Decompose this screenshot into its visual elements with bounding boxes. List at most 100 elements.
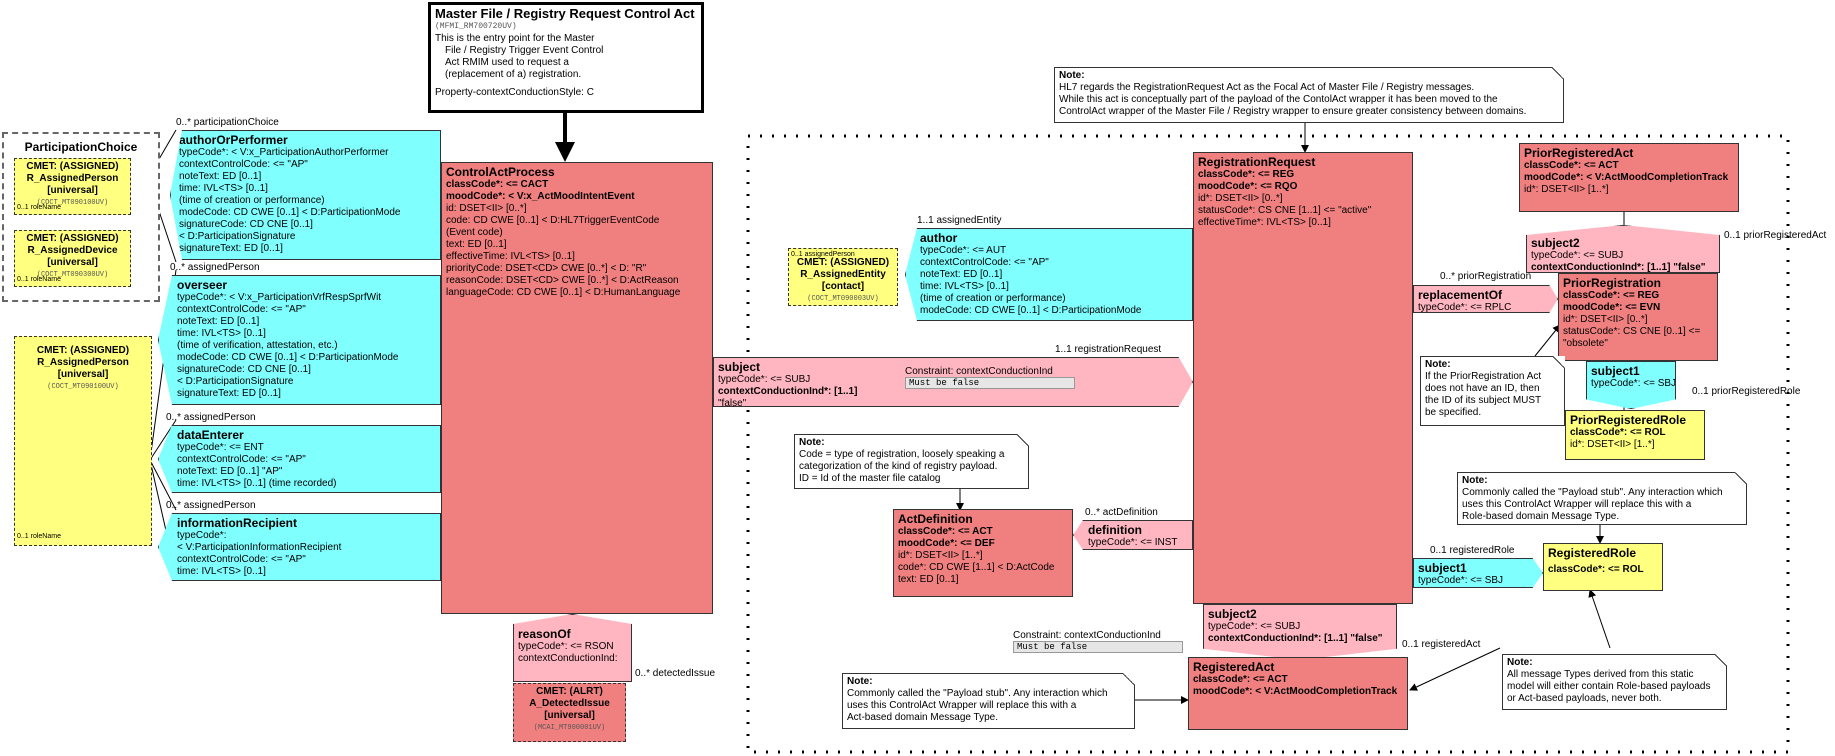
aop-line: signatureCode: CD CNE [0..1] — [179, 219, 313, 230]
prior-note-pointer — [1534, 324, 1561, 357]
label-prior-registered-act: 0..1 priorRegisteredAct — [1724, 230, 1827, 241]
prior-reg-line: classCode*: <= REG — [1563, 290, 1660, 301]
cmet-detected-l1: CMET: (ALRT) — [536, 686, 603, 697]
control-act-line: (Event code) — [446, 227, 503, 238]
person-link-c — [149, 459, 177, 511]
act-def-line: id*: DSET<II> [1..*] — [898, 550, 983, 561]
cmet-detected-l3: [universal] — [544, 710, 595, 721]
data-enterer-line: contextControlCode: <= "AP" — [177, 454, 306, 465]
registered-act-line: moodCode*: < V:ActMoodCompletionTrack — [1193, 686, 1398, 697]
control-act-title: ControlActProcess — [446, 165, 555, 179]
cmet-person-l2: R_AssignedPerson — [26, 173, 119, 184]
overseer-line: signatureText: ED [0..1] — [177, 388, 281, 399]
note-prior-title: Note: — [1425, 359, 1451, 370]
subject1-reg-line: typeCode*: <= SBJ — [1418, 575, 1504, 586]
definition-title: definition — [1088, 523, 1142, 537]
note-act-stub-title: Note: — [847, 676, 873, 687]
entry-desc-2: File / Registry Trigger Event Control — [445, 45, 604, 56]
replacement-of-line: typeCode*: <= RPLC — [1418, 302, 1512, 313]
prior-reg-line: statusCode*: CS CNE [0..1] <= — [1563, 326, 1701, 337]
info-recipient-line: time: IVL<TS> [0..1] — [177, 566, 266, 577]
note-code-line: ID = Id of the master file catalog — [799, 473, 941, 484]
info-recipient-line: < V:ParticipationInformationRecipient — [177, 542, 342, 553]
aop-line: (time of creation or performance) — [179, 195, 325, 206]
note-focal-line-3: ControlAct wrapper of the Master File / … — [1059, 106, 1527, 117]
registered-role-line: classCode*: <= ROL — [1548, 564, 1644, 575]
subject1-prior: subject1 typeCode*: <= SBJ — [1586, 361, 1676, 409]
prior-registration: PriorRegistration classCode*: <= REG moo… — [1558, 273, 1718, 361]
note-prior-registration: Note: If the PriorRegistration Act does … — [1420, 356, 1565, 426]
cmet-person2-l2: R_AssignedPerson — [37, 357, 129, 368]
overseer-line: (time of verification, attestation, etc.… — [177, 340, 338, 351]
label-prior-registration: 0..* priorRegistration — [1440, 271, 1532, 282]
subject1-reg-title: subject1 — [1418, 561, 1467, 575]
subject-main-line: typeCode*: <= SUBJ — [718, 374, 811, 385]
author-title: author — [920, 231, 958, 245]
label-assigned-entity: 1..1 assignedEntity — [917, 215, 1002, 226]
entry-desc-1: This is the entry point for the Master — [435, 33, 595, 44]
note-role-stub-line: Role-based domain Message Type. — [1462, 511, 1620, 522]
aop-line: typeCode*: < V:x_ParticipationAuthorPerf… — [179, 147, 389, 158]
cmet-device-code: (COCT_MT090300UV) — [36, 271, 109, 279]
note-all-line: All message Types derived from this stat… — [1507, 669, 1694, 680]
subject1-prior-title: subject1 — [1591, 364, 1640, 378]
note-focal-act: Note: HL7 regards the RegistrationReques… — [1054, 67, 1564, 123]
all-note-pointer-b — [1588, 589, 1611, 649]
constraint-code: Must be false — [905, 377, 1075, 389]
aop-line: noteText: ED [0..1] — [179, 171, 262, 182]
info-recipient-title: informationRecipient — [177, 516, 298, 530]
cmet-person2-l3: [universal] — [57, 369, 109, 380]
cmet-person2-role: 0..1 roleName — [17, 533, 61, 540]
subject2-reg-line: typeCode*: <= SUBJ — [1208, 621, 1301, 632]
data-enterer-line: noteText: ED [0..1] "AP" — [177, 466, 283, 477]
note-all-line: model will either contain Role-based pay… — [1507, 681, 1711, 692]
control-act-line: id: DSET<II> [0..*] — [446, 203, 527, 214]
note-all-title: Note: — [1507, 657, 1533, 668]
note-focal-title: Note: — [1059, 70, 1085, 81]
overseer-line: typeCode*: < V:x_ParticipationVrfRespSpr… — [177, 292, 382, 303]
label-registered-role: 0..1 registeredRole — [1430, 545, 1515, 556]
subject2-prior-line: typeCode*: <= SUBJ — [1531, 250, 1624, 261]
data-enterer: dataEnterer typeCode*: <= ENT contextCon… — [158, 425, 441, 493]
cmet-device-l3: [universal] — [47, 257, 98, 268]
act-def-line: code*: CD CWE [1..1] < D:ActCode — [898, 562, 1055, 573]
act-definition: ActDefinition classCode*: <= ACT moodCod… — [893, 509, 1073, 597]
note-code-title: Note: — [799, 437, 825, 448]
control-act-line: text: ED [0..1] — [446, 239, 507, 250]
note-act-stub-line: Commonly called the "Payload stub". Any … — [847, 688, 1108, 699]
prior-reg-line: "obsolete" — [1563, 338, 1608, 349]
author-line: contextControlCode: <= "AP" — [920, 257, 1049, 268]
note-act-stub-line: Act-based domain Message Type. — [847, 712, 999, 723]
constraint-code-2: Must be false — [1013, 641, 1183, 653]
registration-request: RegistrationRequest classCode*: <= REG m… — [1193, 152, 1413, 604]
cmet-person-l1: CMET: (ASSIGNED) — [26, 161, 119, 172]
note-code: Note: Code = type of registration, loose… — [794, 434, 1029, 489]
prior-registration-title: PriorRegistration — [1563, 276, 1662, 290]
subject-main-title: subject — [718, 360, 761, 374]
overseer-line: contextControlCode: <= "AP" — [177, 304, 306, 315]
entry-point-box: Master File / Registry Request Control A… — [428, 2, 704, 113]
cmet-entity-code: (COCT_MT090003UV) — [807, 295, 879, 303]
label-registered-act: 0..1 registeredAct — [1402, 639, 1481, 650]
subject2-prior-line: contextConductionInd*: [1..1] "false" — [1531, 262, 1706, 273]
act-def-line: moodCode*: <= DEF — [898, 538, 995, 549]
entry-desc-3: Act RMIM used to request a — [445, 57, 569, 68]
reg-req-line: statusCode*: CS CNE [1..1] <= "active" — [1198, 205, 1372, 216]
definition: definition typeCode*: <= INST — [1073, 520, 1193, 550]
label-registration-request: 1..1 registrationRequest — [1055, 344, 1162, 355]
constraint-label: Constraint: contextConductionInd — [905, 366, 1053, 377]
cmet-assigned-entity: 0..1 assignedPerson CMET: (ASSIGNED) R_A… — [788, 248, 898, 306]
all-note-pointer-a — [1409, 647, 1501, 691]
reg-req-line: moodCode*: <= RQO — [1198, 181, 1298, 192]
control-act-process: ControlActProcess classCode*: <= CACT mo… — [441, 162, 713, 614]
reg-req-line: id*: DSET<II> [0..*] — [1198, 193, 1283, 204]
prior-reg-act-title: PriorRegisteredAct — [1524, 146, 1634, 160]
constraint-label-2: Constraint: contextConductionInd — [1013, 630, 1161, 641]
author: author typeCode*: <= AUT contextControlC… — [905, 228, 1193, 321]
label-assigned-person-1: 0..* assignedPerson — [170, 262, 260, 273]
subject2-prior: subject2 typeCode*: <= SUBJ contextCondu… — [1526, 225, 1720, 273]
cmet-device-l1: CMET: (ASSIGNED) — [26, 233, 119, 244]
act-definition-title: ActDefinition — [898, 512, 973, 526]
subject1-prior-line: typeCode*: <= SBJ — [1591, 378, 1676, 389]
